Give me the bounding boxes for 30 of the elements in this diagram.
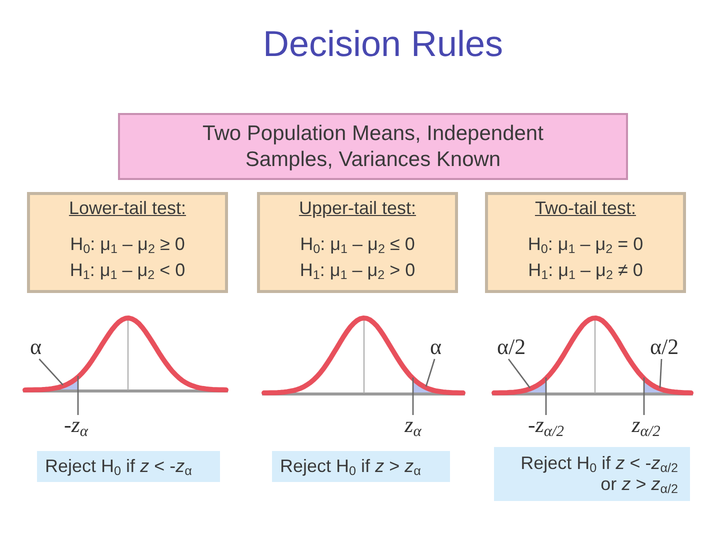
- test-heading: Two-tail test:: [534, 199, 636, 219]
- alternative-hypothesis: H$_{1}$: μ$_{1}$ – μ$_{2}$ < 0: [70, 261, 186, 281]
- alternative-hypothesis: H$_{1}$: μ$_{1}$ – μ$_{2}$ ≠ 0: [528, 261, 643, 281]
- slide-title: Decision Rules: [262, 24, 504, 64]
- leader-line: [545, 378, 547, 415]
- leader-line: [659, 358, 662, 388]
- leader-line: [508, 358, 531, 388]
- leader-line: [77, 376, 79, 415]
- alpha-label: α/2: [497, 336, 526, 358]
- alpha-label: α/2: [650, 336, 679, 358]
- null-hypothesis: H$_{0}$: μ$_{1}$ – μ$_{2}$ ≥ 0: [70, 235, 185, 255]
- critical-value-label: -z$_{α}$: [64, 414, 88, 436]
- topic-banner: Two Population Means, Independent Samples, Variances Known: [118, 113, 628, 180]
- test-heading: Upper-tail test:: [298, 199, 416, 219]
- null-hypothesis: H$_{0}$: μ$_{1}$ – μ$_{2}$ = 0: [528, 235, 644, 255]
- alpha-label: α: [430, 336, 442, 358]
- critical-value-label: z$_{α}$: [404, 414, 422, 436]
- leader-line: [412, 378, 414, 415]
- critical-value-label: z$_{α/2}$: [632, 414, 660, 436]
- leader-line: [643, 378, 645, 415]
- alpha-label: α: [30, 336, 42, 358]
- test-heading: Lower-tail test:: [68, 199, 186, 219]
- hypothesis-panel: [257, 192, 458, 293]
- hypothesis-panel: [27, 192, 228, 293]
- critical-value-label: -z$_{α/2}$: [528, 414, 564, 436]
- hypothesis-panel: [485, 192, 686, 293]
- leader-line: [38, 358, 64, 386]
- alternative-hypothesis: H$_{1}$: μ$_{1}$ – μ$_{2}$ > 0: [300, 261, 416, 281]
- null-hypothesis: H$_{0}$: μ$_{1}$ – μ$_{2}$ ≤ 0: [300, 235, 415, 255]
- leader-line: [425, 358, 436, 387]
